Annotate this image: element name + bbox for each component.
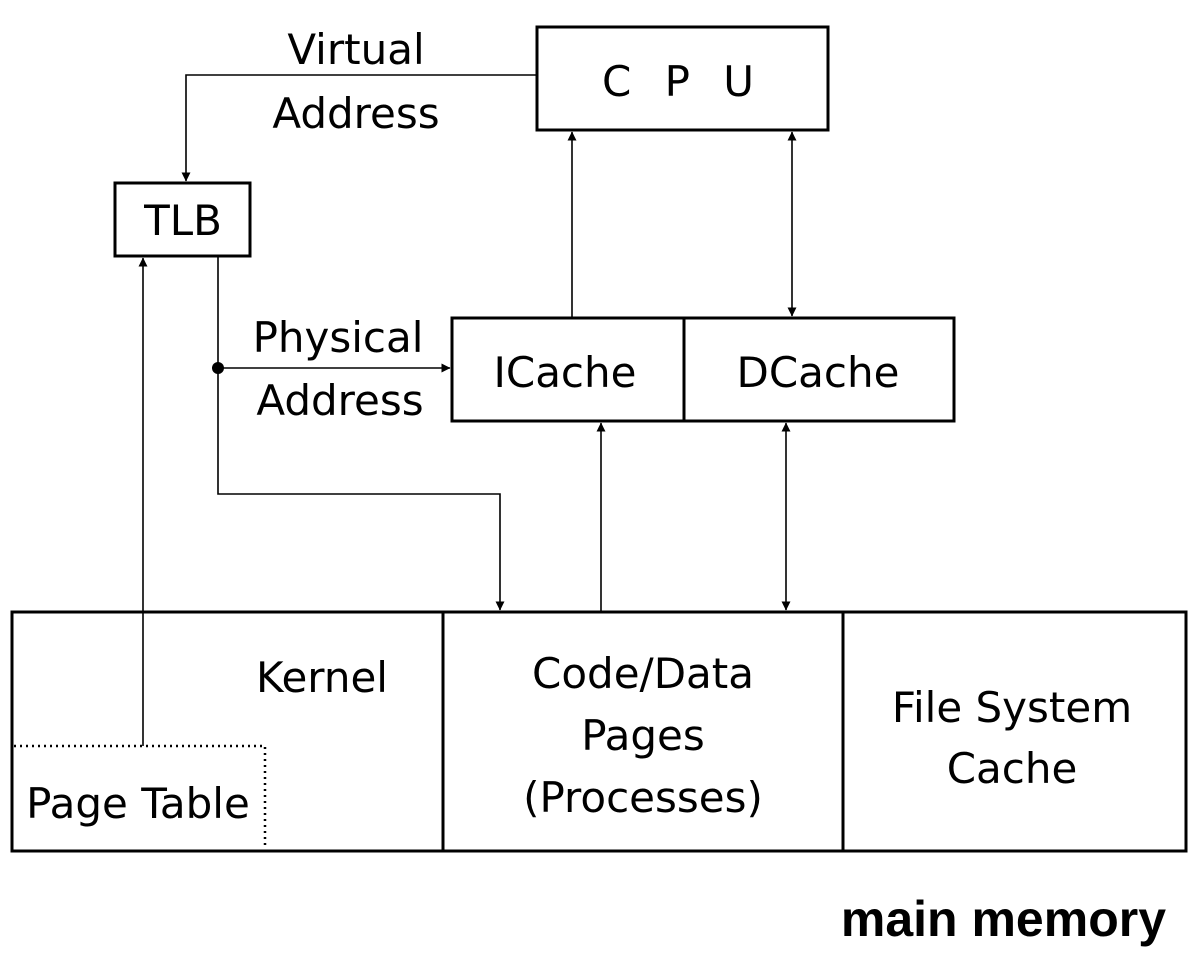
page-table-border [14, 744, 267, 849]
cpu-label: C P U [602, 57, 764, 106]
tlb-to-code-pages-arrow [217, 368, 505, 611]
code-data-pages-label-2: Pages [581, 711, 705, 760]
code-data-pages-label-3: (Processes) [523, 773, 763, 822]
main-memory: Kernel Page Table Code/Data Pages (Proce… [10, 610, 1188, 853]
icache-box [450, 316, 686, 423]
cpu-to-tlb-arrow [181, 74, 537, 182]
file-system-cache-label-1: File System [892, 683, 1132, 732]
code-data-pages-label-1: Code/Data [532, 649, 754, 698]
virtual-address-label-2: Address [272, 89, 439, 138]
cpu-box [535, 25, 830, 132]
dcache-box [682, 316, 956, 423]
virtual-address-label-1: Virtual [287, 25, 424, 74]
physical-address-label-2: Address [256, 376, 423, 425]
file-system-cache-label-2: Cache [947, 744, 1078, 793]
tlb-box [113, 181, 252, 258]
icache-node: ICache [450, 316, 686, 423]
file-system-cache-region [841, 610, 1188, 853]
icache-label: ICache [493, 348, 636, 397]
physical-address-label-1: Physical [253, 313, 424, 362]
dcache-label: DCache [737, 348, 900, 397]
kernel-label: Kernel [256, 653, 388, 702]
tlb-node: TLB [113, 181, 252, 258]
main-memory-caption: main memory [841, 891, 1166, 947]
code-data-pages-region [441, 610, 845, 853]
tlb-label: TLB [143, 196, 222, 245]
page-table-label: Page Table [26, 779, 250, 828]
dcache-node: DCache [682, 316, 956, 423]
cpu-node: C P U [535, 25, 830, 132]
